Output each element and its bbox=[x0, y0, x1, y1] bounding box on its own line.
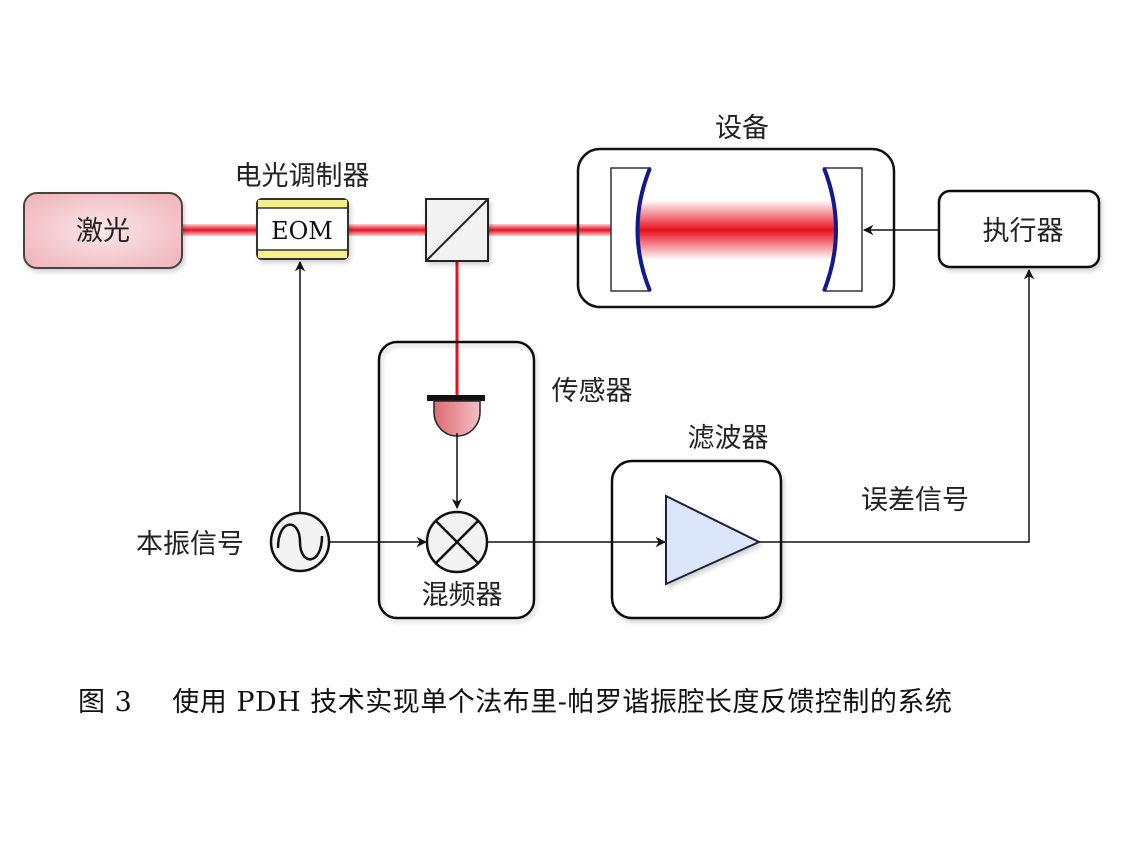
left-mirror bbox=[635, 167, 652, 292]
figure-caption: 图 3 使用 PDH 技术实现单个法布里-帕罗谐振腔长度反馈控制的系统 bbox=[78, 680, 952, 719]
eom: 电光调制器 EOM bbox=[235, 161, 370, 260]
cavity-beam bbox=[636, 200, 836, 260]
mixer-label: 混频器 bbox=[422, 580, 503, 611]
oscillator-icon bbox=[269, 511, 331, 573]
sensor-title: 传感器 bbox=[552, 376, 633, 407]
eom-stripe-top bbox=[258, 200, 347, 208]
caption-text: 使用 PDH 技术实现单个法布里-帕罗谐振腔长度反馈控制的系统 bbox=[172, 687, 953, 718]
laser-label: 激光 bbox=[76, 216, 130, 247]
photodiode-icon bbox=[427, 395, 485, 437]
laser-beam-2 bbox=[348, 224, 428, 236]
error-signal-label: 误差信号 bbox=[861, 485, 969, 516]
eom-stripe-bottom bbox=[258, 250, 347, 258]
device-title: 设备 bbox=[715, 113, 769, 144]
right-mirror bbox=[822, 167, 838, 292]
figure-number: 图 3 bbox=[78, 687, 133, 718]
filter-title: 滤波器 bbox=[688, 423, 769, 454]
actuator-label: 执行器 bbox=[983, 216, 1064, 247]
sensor-mixer-box: 传感器 混频器 bbox=[377, 340, 633, 620]
filter-box: 滤波器 bbox=[610, 423, 783, 620]
actuator: 执行器 bbox=[937, 189, 1101, 269]
mixer-icon bbox=[425, 510, 489, 574]
laser-source: 激光 bbox=[23, 192, 183, 269]
laser-beam-3 bbox=[488, 224, 612, 236]
local-oscillator-label: 本振信号 bbox=[136, 529, 244, 560]
laser-beam-1 bbox=[182, 224, 258, 236]
eom-label: EOM bbox=[271, 217, 333, 245]
error-signal-path bbox=[759, 268, 1035, 543]
device-cavity: 设备 bbox=[576, 113, 896, 309]
eom-title: 电光调制器 bbox=[235, 161, 370, 192]
beam-splitter bbox=[425, 198, 489, 262]
